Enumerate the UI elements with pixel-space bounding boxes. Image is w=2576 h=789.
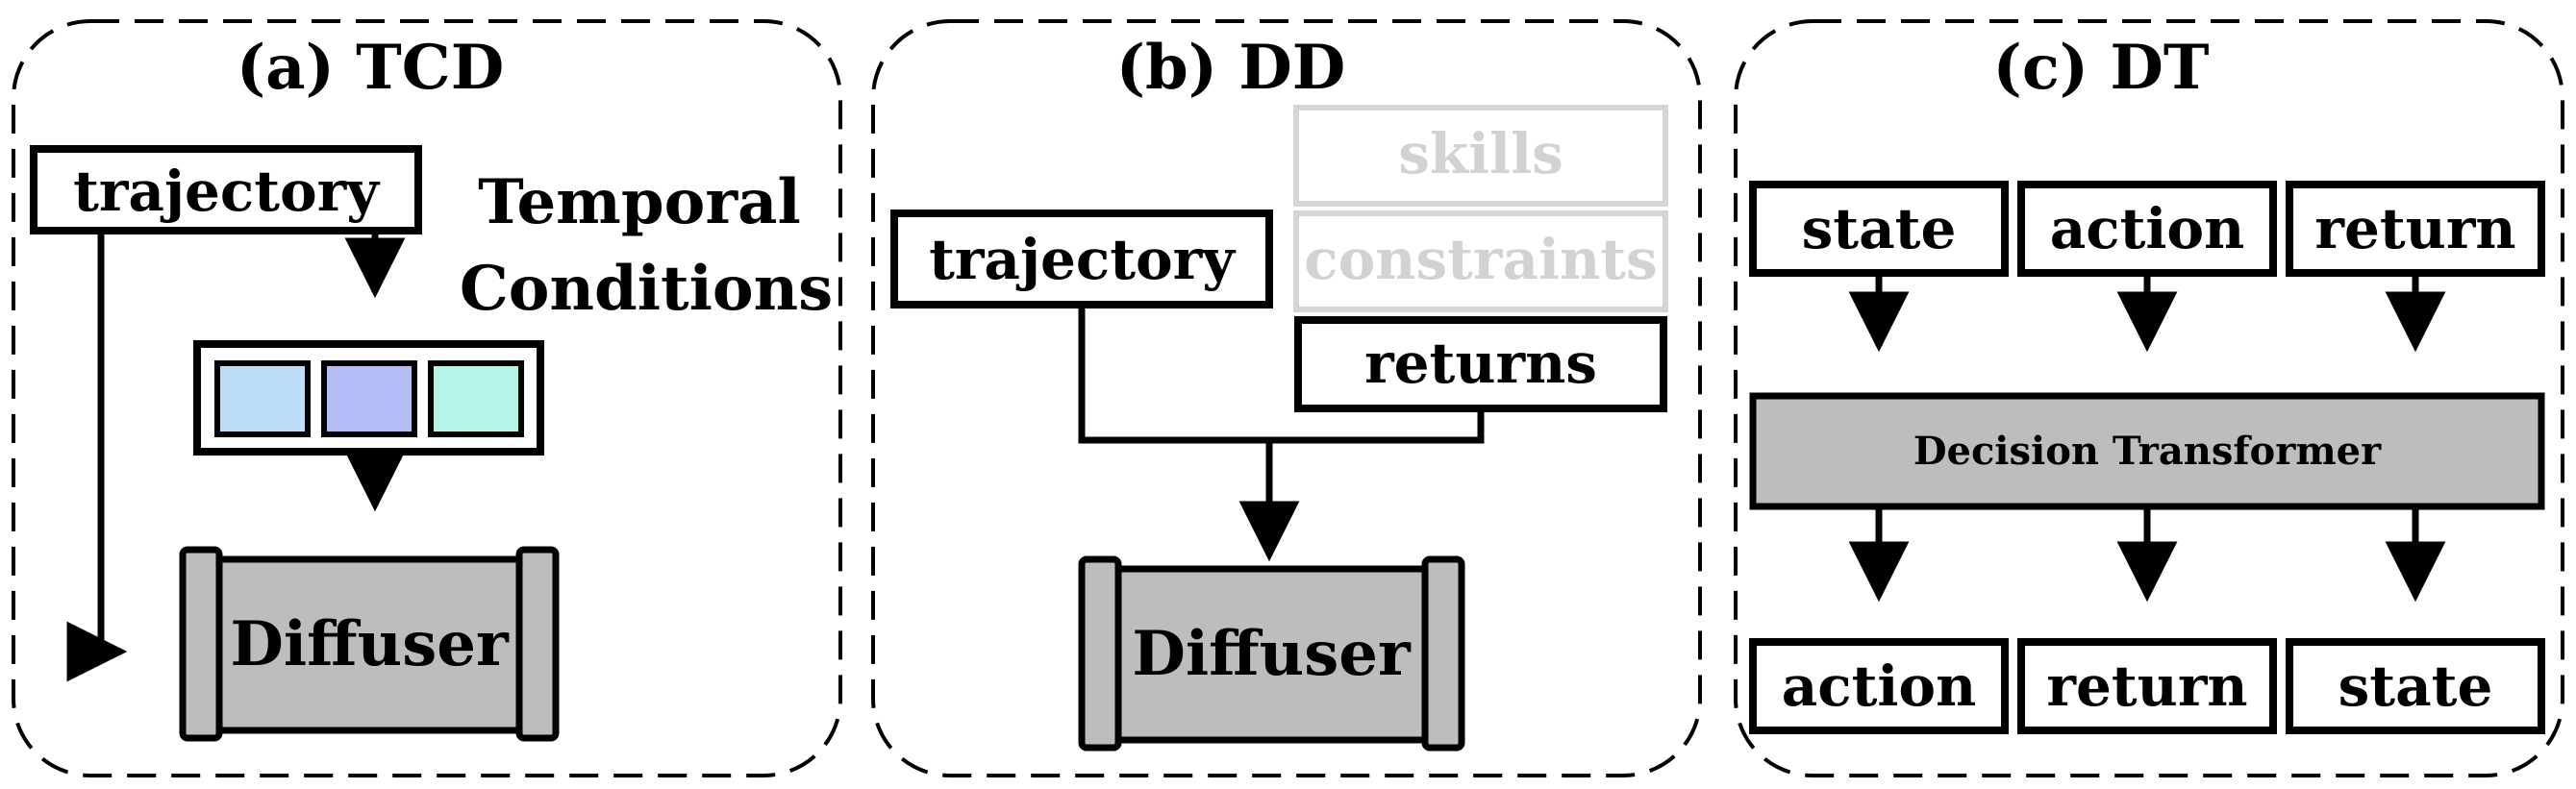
panel-c-transformer-block (1749, 392, 2545, 510)
panel-a-tcd: (a) TCD trajectory Temporal Conditions D… (12, 19, 842, 777)
panel-b-frame (871, 19, 1702, 777)
panel-a-diffuser: Diffuser (179, 546, 560, 742)
panel-b-merge-line (1078, 305, 1485, 444)
panel-b-diffuser-left-cap (1078, 555, 1122, 752)
panel-b-trajectory-label: trajectory (929, 227, 1237, 292)
panel-a-side-label-line1: Temporal (478, 166, 801, 238)
panel-b-dd: (b) DD skills constraints trajectory ret… (871, 19, 1702, 777)
condition-cell-2 (321, 360, 417, 437)
panel-c-transformer-label: Decision Transformer (1913, 429, 2382, 474)
panel-a-diffuser-body (213, 555, 526, 734)
panel-b-title: (b) DD (1116, 32, 1346, 104)
panel-c-output-state: state (2338, 653, 2493, 719)
panel-a-diffuser-label: Diffuser (230, 608, 510, 680)
panel-c-output-box-2 (2017, 638, 2277, 734)
panel-a-bypass-line (97, 231, 117, 655)
panel-a-side-label-line2: Conditions (460, 253, 833, 325)
panel-b-diffuser-right-cap (1421, 555, 1465, 752)
panel-a-trajectory-box (30, 145, 422, 234)
panel-b-diffuser-body (1112, 565, 1432, 744)
panel-c-dt: (c) DT state action return Decision Tran… (1734, 19, 2564, 777)
condition-cell-3 (428, 360, 524, 437)
panel-b-skills-box (1293, 105, 1668, 207)
panel-b-constraints-box (1293, 210, 1668, 312)
panel-c-output-action: action (1782, 653, 1977, 719)
panel-b-diffuser: Diffuser (1078, 555, 1465, 752)
panel-a-title: (a) TCD (237, 32, 504, 104)
panel-c-output-return: return (2046, 653, 2247, 719)
condition-cell-1 (214, 360, 311, 437)
panel-c-input-state: state (1802, 196, 1957, 261)
panel-c-frame (1734, 19, 2564, 777)
panel-a-trajectory-label: trajectory (73, 159, 381, 224)
panel-c-title: (c) DT (1993, 32, 2210, 104)
panel-b-constraints-label: constraints (1304, 227, 1657, 292)
panel-a-frame (12, 19, 842, 777)
panel-c-input-return: return (2314, 196, 2515, 261)
panel-b-skills-label: skills (1398, 121, 1563, 186)
panel-c-output-box-3 (2286, 638, 2545, 734)
panel-c-output-box-1 (1749, 638, 2009, 734)
panel-a-diffuser-left-cap (179, 546, 223, 742)
panel-c-input-box-2 (2017, 181, 2277, 277)
panel-b-returns-label: returns (1364, 331, 1597, 396)
panel-c-input-action: action (2050, 196, 2245, 261)
panel-b-diffuser-label: Diffuser (1132, 618, 1412, 690)
panel-a-diffuser-right-cap (515, 546, 560, 742)
panel-b-returns-box (1294, 316, 1667, 412)
